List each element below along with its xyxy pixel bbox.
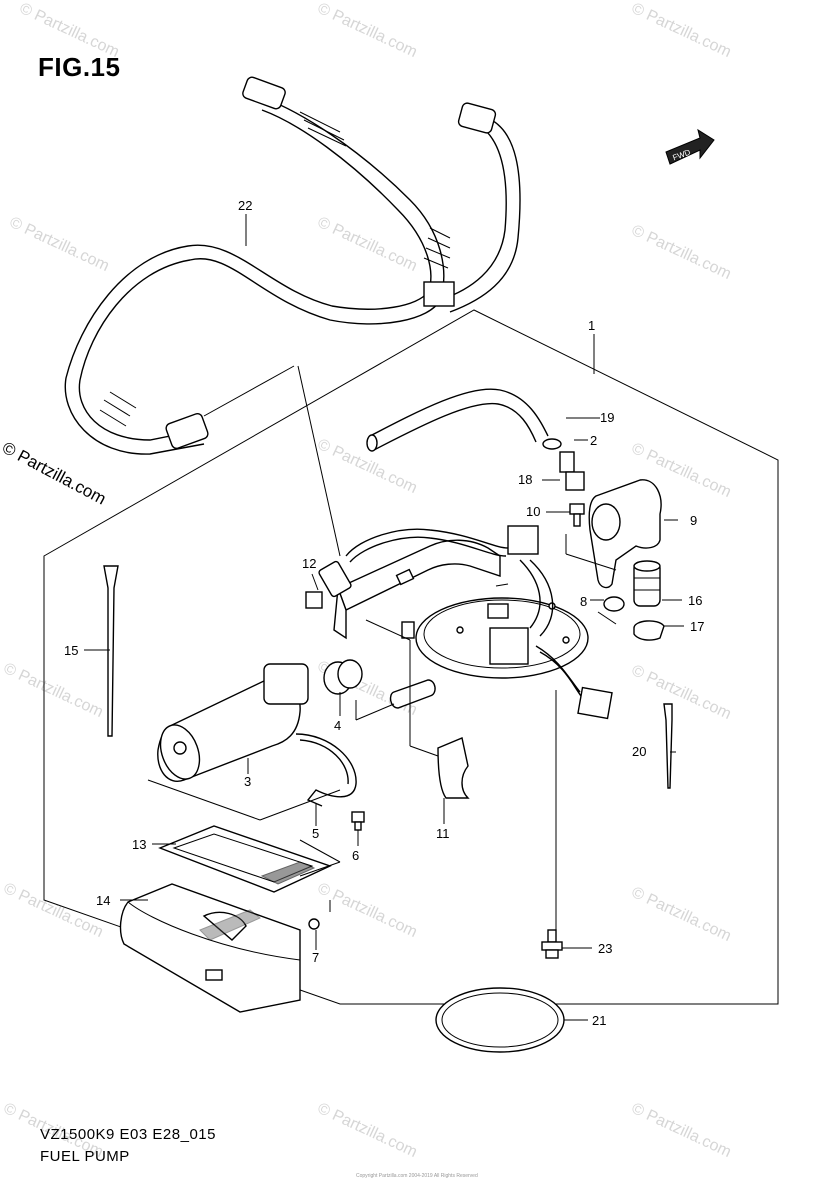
- callout-15: 15: [64, 643, 78, 658]
- fitting-18: [559, 451, 585, 491]
- pump-pipe: [389, 679, 436, 709]
- callout-2: 2: [590, 433, 597, 448]
- clip-11: [437, 737, 470, 799]
- gasket-21: [435, 987, 565, 1053]
- callout-18: 18: [518, 472, 532, 487]
- callout-7: 7: [312, 950, 319, 965]
- connector-12: [305, 560, 352, 609]
- callout-8: 8: [580, 594, 587, 609]
- figure-title: FIG.15: [38, 52, 121, 82]
- leader-lines: [84, 214, 684, 1021]
- hose-22: [64, 76, 521, 455]
- clamp-2: [542, 438, 562, 450]
- pump-bracket: [333, 539, 501, 640]
- callout-23: 23: [598, 941, 612, 956]
- filter-13: [158, 825, 332, 893]
- bolt-10: [569, 503, 585, 527]
- pump-flange: [415, 597, 589, 679]
- washer-7: [308, 918, 320, 930]
- callout-22: 22: [238, 198, 252, 213]
- callout-3: 3: [244, 774, 251, 789]
- callout-9: 9: [690, 513, 697, 528]
- callout-4: 4: [334, 718, 341, 733]
- screw-6: [351, 811, 365, 831]
- fwd-arrow-icon: FWD: [665, 128, 715, 165]
- model-code: VZ1500K9 E03 E28_015: [40, 1126, 216, 1143]
- fuel-pump-3: [157, 663, 309, 782]
- callout-20: 20: [632, 744, 646, 759]
- callout-10: 10: [526, 504, 540, 519]
- bolt-23: [541, 929, 563, 959]
- callout-16: 16: [688, 593, 702, 608]
- callout-6: 6: [352, 848, 359, 863]
- band-5: [295, 733, 357, 807]
- callout-17: 17: [690, 619, 704, 634]
- callout-12: 12: [302, 556, 316, 571]
- clip-17: [633, 620, 665, 641]
- regulator-16: [633, 560, 661, 607]
- cable-tie-15: [103, 565, 119, 737]
- callout-5: 5: [312, 826, 319, 841]
- callout-1: 1: [588, 318, 595, 333]
- wiring-harness: [345, 525, 613, 720]
- callout-13: 13: [132, 837, 146, 852]
- o-ring-8: [603, 596, 625, 612]
- assembly-outline: [43, 309, 779, 1005]
- damper-4: [323, 659, 363, 695]
- cable-tie-20: [663, 703, 673, 789]
- callout-14: 14: [96, 893, 110, 908]
- bracket-9: [588, 479, 662, 589]
- callout-21: 21: [592, 1013, 606, 1028]
- callout-11: 11: [436, 826, 450, 841]
- filter-14: [119, 883, 301, 1013]
- hose-19: [366, 388, 549, 452]
- diagram-caption: FUEL PUMP: [40, 1148, 130, 1165]
- copyright-note: Copyright Partzilla.com 2004-2019 All Ri…: [356, 1173, 478, 1179]
- callout-19: 19: [600, 410, 614, 425]
